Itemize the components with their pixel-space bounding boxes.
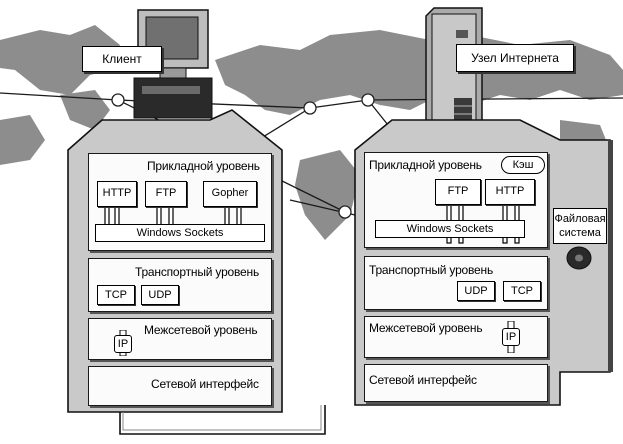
server-network-layer-title: Сетевой интерфейс <box>369 373 477 387</box>
client-http-box: HTTP <box>97 181 137 207</box>
client-udp-box: UDP <box>141 285 179 305</box>
client-ip-box: IP <box>114 335 132 353</box>
file-system-line-2: система <box>559 227 601 239</box>
client-internet-layer-title: Межсетевой уровень <box>144 323 258 337</box>
server-transport-layer-title: Транспортный уровень <box>369 263 494 277</box>
server-internet-layer-title: Межсетевой уровень <box>369 321 483 335</box>
client-windows-sockets: Windows Sockets <box>95 224 265 242</box>
file-system-label: Файловая система <box>553 208 607 244</box>
client-application-layer-title: Прикладной уровень <box>147 159 260 173</box>
server-label: Узел Интернета <box>456 44 574 72</box>
client-internet-layer: Межсетевой уровень IP <box>88 318 272 360</box>
server-tcp-box: TCP <box>503 281 541 301</box>
client-network-layer: Сетевой интерфейс <box>88 366 272 406</box>
server-internet-layer: Межсетевой уровень IP <box>364 316 548 358</box>
client-ftp-box: FTP <box>145 181 187 207</box>
server-transport-layer: Транспортный уровень UDP TCP <box>364 256 548 310</box>
server-ip-box: IP <box>502 328 520 346</box>
client-transport-layer: Транспортный уровень TCP UDP <box>88 258 272 312</box>
client-network-layer-title: Сетевой интерфейс <box>151 377 259 391</box>
client-application-layer: Прикладной уровень HTTP FTP Gopher Windo… <box>88 153 272 251</box>
server-application-layer: Прикладной уровень Кэш FTP HTTP Windows … <box>364 152 548 248</box>
server-udp-box: UDP <box>457 281 495 301</box>
server-cache-tag: Кэш <box>501 156 545 174</box>
disk-drive-icon <box>566 246 592 270</box>
server-windows-sockets: Windows Sockets <box>375 220 525 238</box>
server-ftp-box: FTP <box>435 179 481 205</box>
file-system-line-1: Файловая <box>554 213 606 225</box>
server-http-box: HTTP <box>485 179 535 205</box>
client-label: Клиент <box>82 46 162 72</box>
client-gopher-box: Gopher <box>203 181 257 207</box>
server-application-layer-title: Прикладной уровень <box>369 158 482 172</box>
server-network-layer: Сетевой интерфейс <box>364 364 548 402</box>
client-tcp-box: TCP <box>97 285 135 305</box>
client-transport-layer-title: Транспортный уровень <box>135 265 260 279</box>
